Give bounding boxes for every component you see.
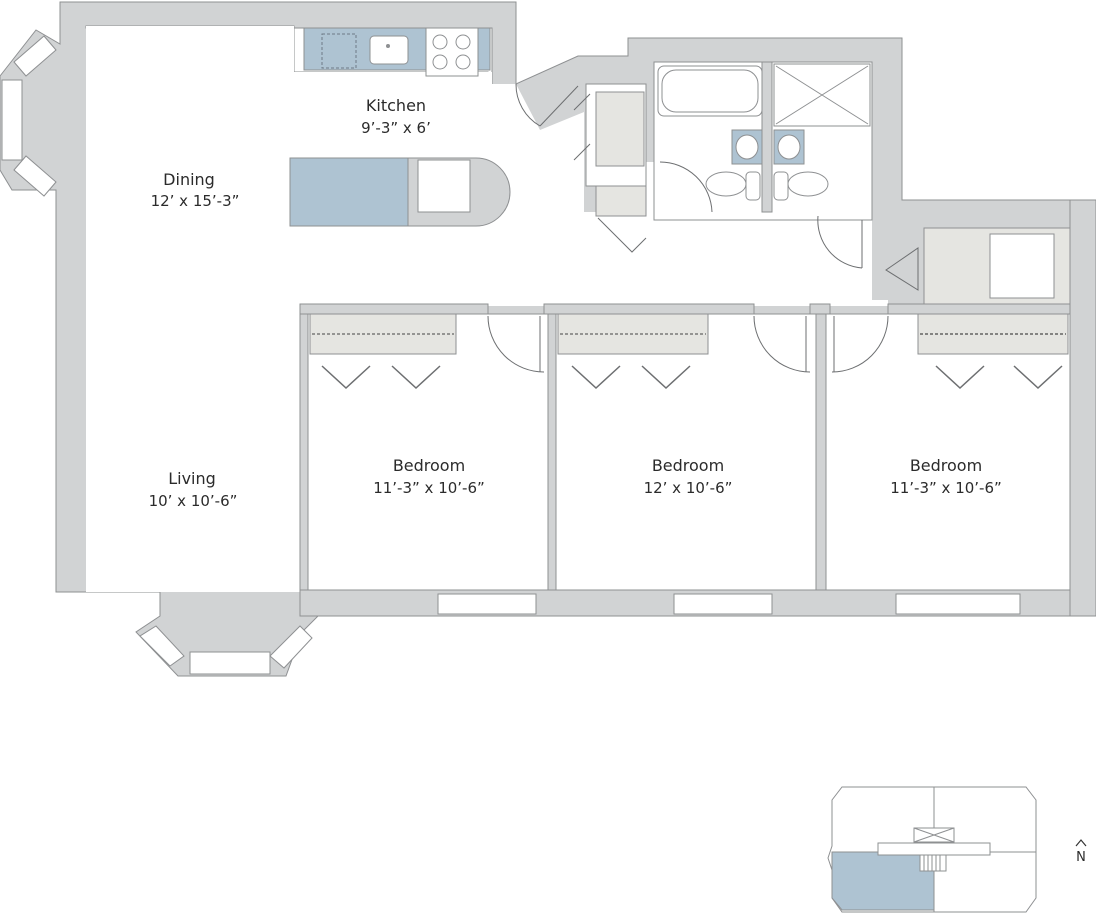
room-dims-bedroom-2: 12’ x 10’-6” — [644, 479, 733, 497]
sink-drain — [386, 44, 390, 48]
room-dims-dining: 12’ x 15’-3” — [151, 192, 240, 210]
bedroom-partition-1 — [547, 313, 557, 591]
bedroom-top-wall-2 — [543, 303, 755, 315]
room-dims-kitchen: 9’-3” x 6’ — [361, 119, 431, 137]
room-name-bedroom-2: Bedroom — [652, 456, 724, 475]
bedroom-top-wall-4 — [887, 303, 1071, 315]
refrigerator — [417, 159, 471, 213]
east-wall — [1069, 199, 1096, 617]
room-name-living: Living — [168, 469, 216, 488]
burner — [455, 54, 471, 70]
bifold-doors — [321, 365, 1063, 390]
shower-cross — [775, 65, 869, 125]
north-label: N — [1076, 850, 1086, 865]
closet-shelf-box — [989, 233, 1055, 299]
vanity-sink — [777, 134, 801, 160]
washer-dryer — [595, 91, 645, 167]
room-dims-bedroom-1: 11’-3” x 10’-6” — [373, 479, 485, 497]
dishwasher — [321, 33, 357, 69]
toilet — [787, 171, 829, 197]
bedroom-2-floor — [555, 313, 817, 591]
entry-closet — [595, 185, 647, 217]
kitchen-sink — [369, 35, 409, 65]
toilet-tank — [745, 171, 761, 201]
room-name-bedroom-3: Bedroom — [910, 456, 982, 475]
key-plan-core — [877, 842, 991, 856]
bedroom-3-floor — [825, 313, 1071, 591]
toilet — [705, 171, 747, 197]
bedroom-1-floor — [307, 313, 549, 591]
vanity-sink — [735, 134, 759, 160]
bedroom-left-wall — [299, 313, 309, 591]
key-plan — [827, 786, 1037, 913]
kitchen-island — [289, 157, 409, 227]
room-name-kitchen: Kitchen — [366, 96, 426, 115]
toilet-tank — [773, 171, 789, 201]
key-plan-unit-highlight — [831, 851, 935, 911]
bedroom-partition-2 — [815, 313, 827, 591]
bathtub-inner — [661, 69, 759, 113]
range — [425, 27, 479, 77]
windows — [1, 35, 1021, 675]
burner — [432, 54, 448, 70]
north-arrow-icon: N — [1075, 839, 1087, 865]
bath-divider — [761, 61, 773, 213]
bedroom-top-wall-3 — [809, 303, 831, 315]
bedroom-top-wall-1 — [299, 303, 489, 315]
burner — [432, 34, 448, 50]
door-swings — [487, 83, 919, 373]
room-dims-bedroom-3: 11’-3” x 10’-6” — [890, 479, 1002, 497]
room-name-bedroom-1: Bedroom — [393, 456, 465, 475]
room-dims-living: 10’ x 10’-6” — [149, 492, 238, 510]
burner — [455, 34, 471, 50]
room-name-dining: Dining — [163, 170, 215, 189]
living-floor-lower — [86, 300, 300, 592]
bathtub — [657, 65, 763, 117]
